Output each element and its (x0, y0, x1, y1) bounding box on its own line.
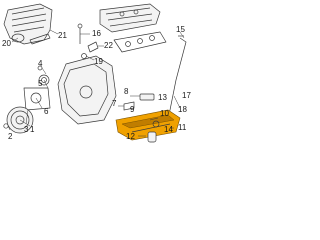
callout-3: 3 (24, 125, 29, 134)
timing-cover (57, 55, 117, 125)
callout-22: 22 (104, 41, 113, 50)
callout-4: 4 (38, 59, 43, 68)
intake-manifold (3, 3, 53, 45)
front-seal-group (23, 65, 51, 111)
oil-pan (115, 109, 181, 141)
callout-5: 5 (38, 79, 43, 88)
callout-11: 11 (178, 123, 187, 132)
callout-9: 9 (130, 105, 135, 114)
fitting-bolts (77, 23, 99, 59)
callout-8: 8 (124, 87, 129, 96)
callout-18: 18 (178, 105, 187, 114)
head-gasket (113, 31, 167, 53)
leader-lines (7, 29, 185, 137)
callout-16: 16 (92, 29, 101, 38)
callout-13: 13 (158, 93, 167, 102)
cylinder-head (99, 3, 161, 33)
callout-6: 6 (44, 107, 49, 116)
callout-20: 20 (2, 39, 11, 48)
callouts: 20 21 16 22 19 15 4 5 6 3 2 1 7 8 13 9 1… (2, 25, 191, 141)
callout-1: 1 (30, 125, 35, 134)
callout-14: 14 (164, 125, 173, 134)
callout-15: 15 (176, 25, 185, 34)
oil-filter-group (123, 93, 160, 143)
callout-19: 19 (94, 57, 103, 66)
engine-parts-diagram: 20 21 16 22 19 15 4 5 6 3 2 1 7 8 13 9 1… (2, 3, 191, 143)
callout-2: 2 (8, 132, 13, 141)
callout-21: 21 (58, 31, 67, 40)
crank-pulley (3, 106, 34, 134)
callout-10: 10 (160, 109, 169, 118)
callout-7: 7 (112, 99, 117, 108)
callout-12: 12 (126, 132, 135, 141)
callout-17: 17 (182, 91, 191, 100)
